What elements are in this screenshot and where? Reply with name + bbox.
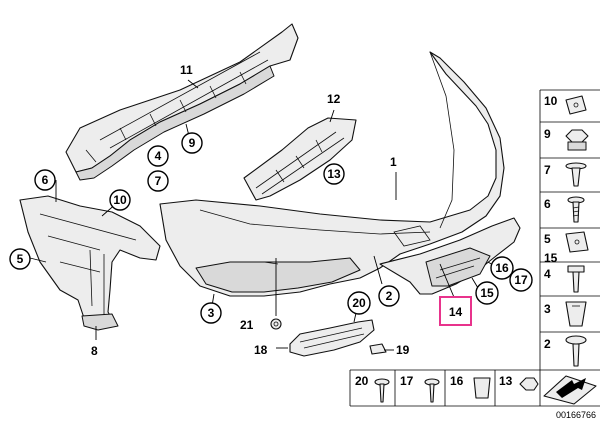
callout-5[interactable]: 5 bbox=[9, 248, 31, 270]
callout-4-label: 4 bbox=[155, 149, 162, 163]
callout-12-label: 12 bbox=[327, 92, 341, 106]
hex-nut-icon bbox=[565, 129, 589, 151]
bottom-legend: 20 17 16 13 bbox=[349, 369, 600, 407]
callout-4[interactable]: 4 bbox=[147, 145, 169, 167]
callout-2-label: 2 bbox=[386, 289, 393, 303]
expansion-nut-icon bbox=[565, 301, 587, 327]
part-19-clip[interactable] bbox=[369, 343, 387, 355]
callout-2[interactable]: 2 bbox=[378, 285, 400, 307]
callout-1[interactable]: 1 bbox=[390, 155, 397, 169]
leader-lines bbox=[29, 79, 499, 351]
legend-10-label: 10 bbox=[544, 94, 558, 108]
callout-21[interactable]: 21 bbox=[240, 318, 254, 332]
legend-16-label: 16 bbox=[450, 374, 464, 388]
diagram-reference-number: 00166766 bbox=[556, 410, 596, 420]
part-14-diffuser[interactable] bbox=[379, 217, 521, 295]
part-11-impact-beam[interactable] bbox=[65, 23, 299, 181]
callout-11-label: 11 bbox=[180, 63, 193, 77]
callout-6[interactable]: 6 bbox=[34, 169, 56, 191]
legend-20-label: 20 bbox=[355, 374, 369, 388]
callout-9-label: 9 bbox=[189, 136, 196, 150]
callout-6-label: 6 bbox=[42, 173, 49, 187]
legend-9-label: 9 bbox=[544, 127, 551, 141]
callout-14-label: 14 bbox=[449, 305, 463, 319]
callout-20[interactable]: 20 bbox=[347, 291, 371, 315]
callout-8[interactable]: 8 bbox=[91, 344, 98, 358]
push-rivet-icon bbox=[565, 162, 587, 187]
callout-10-label: 10 bbox=[113, 193, 127, 207]
callout-14-highlighted[interactable]: 14 bbox=[439, 296, 472, 326]
bolt-icon bbox=[567, 265, 585, 293]
callout-21-label: 21 bbox=[240, 318, 254, 332]
part-18-reflector[interactable] bbox=[289, 319, 375, 357]
legend-7-label: 7 bbox=[544, 163, 551, 177]
callout-19-label: 19 bbox=[396, 343, 410, 357]
callout-17[interactable]: 17 bbox=[509, 268, 533, 292]
callout-1-label: 1 bbox=[390, 155, 397, 169]
callout-16[interactable]: 16 bbox=[490, 256, 514, 280]
callout-8-label: 8 bbox=[91, 344, 98, 358]
legend-2-label: 2 bbox=[544, 337, 551, 351]
clip-16-icon bbox=[473, 377, 491, 399]
callout-19[interactable]: 19 bbox=[396, 343, 410, 357]
callout-12[interactable]: 12 bbox=[327, 92, 341, 106]
part-6-carrier[interactable] bbox=[19, 195, 161, 331]
side-legend: 10 9 7 6 5 15 4 3 2 bbox=[539, 89, 600, 370]
legend-6-label: 6 bbox=[544, 197, 551, 211]
callout-3[interactable]: 3 bbox=[200, 302, 222, 324]
callout-17-label: 17 bbox=[514, 273, 528, 287]
part-21-nut[interactable] bbox=[270, 318, 282, 330]
clip-nut-2-icon bbox=[565, 231, 589, 253]
callout-16-label: 16 bbox=[495, 261, 509, 275]
callout-11[interactable]: 11 bbox=[180, 63, 193, 77]
legend-3-label: 3 bbox=[544, 302, 551, 316]
callout-13[interactable]: 13 bbox=[323, 163, 345, 185]
callout-18[interactable]: 18 bbox=[254, 343, 268, 357]
callout-3-label: 3 bbox=[208, 306, 215, 320]
flange-screw-icon bbox=[565, 335, 587, 367]
callout-13-label: 13 bbox=[327, 167, 341, 181]
legend-13-label: 13 bbox=[499, 374, 513, 388]
legend-5-label: 5 bbox=[544, 232, 551, 246]
clip-nut-icon bbox=[565, 95, 587, 115]
callout-15[interactable]: 15 bbox=[475, 281, 499, 305]
callout-10[interactable]: 10 bbox=[109, 189, 131, 211]
screw-20-icon bbox=[374, 378, 390, 403]
legend-15-label: 15 bbox=[544, 251, 558, 265]
screw-icon bbox=[567, 196, 585, 223]
legend-17-label: 17 bbox=[400, 374, 414, 388]
nut-13-icon bbox=[519, 377, 539, 391]
callout-7[interactable]: 7 bbox=[147, 170, 169, 192]
callout-15-label: 15 bbox=[480, 286, 494, 300]
part-12-bracket[interactable] bbox=[243, 117, 357, 201]
callout-18-label: 18 bbox=[254, 343, 268, 357]
part-1-bumper-panel[interactable] bbox=[159, 51, 505, 297]
screw-17-icon bbox=[424, 378, 440, 403]
callout-20-label: 20 bbox=[352, 296, 366, 310]
callout-5-label: 5 bbox=[17, 252, 24, 266]
callout-7-label: 7 bbox=[155, 174, 162, 188]
catalog-arrow-icon bbox=[543, 375, 597, 405]
callout-9[interactable]: 9 bbox=[181, 132, 203, 154]
legend-4-label: 4 bbox=[544, 267, 551, 281]
